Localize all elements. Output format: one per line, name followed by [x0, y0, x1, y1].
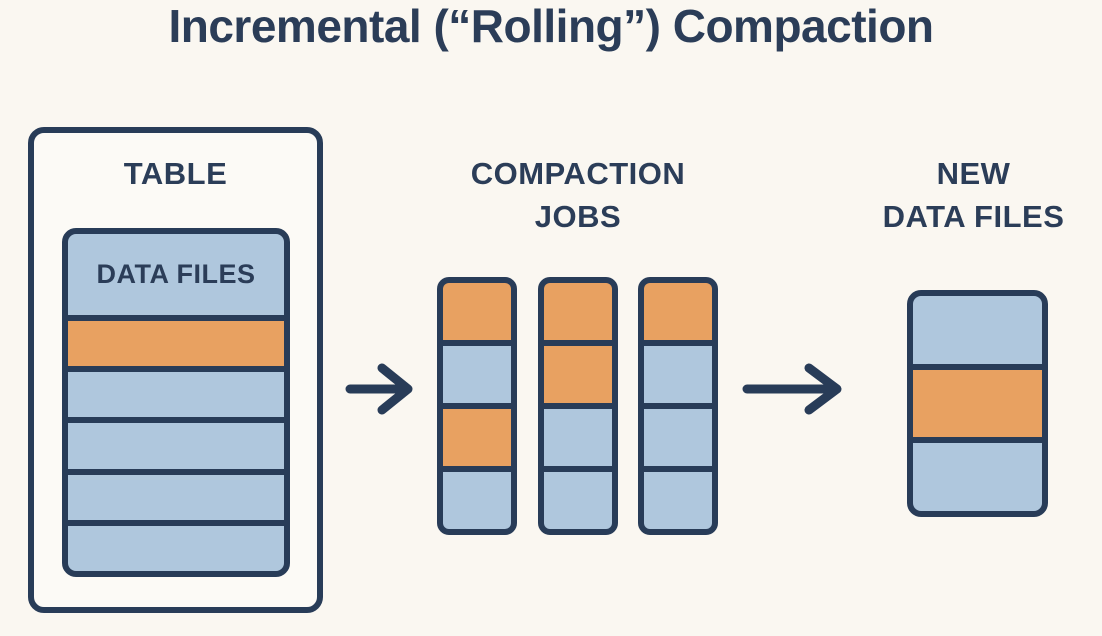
orange-file-cell: [644, 283, 712, 340]
blue-file-cell: [443, 346, 511, 403]
arrow-right-icon: [345, 363, 413, 415]
compaction-job-column-1: [437, 277, 517, 535]
compaction-job-column-3: [638, 277, 718, 535]
new-data-files-heading-line1: NEW: [936, 156, 1011, 191]
blue-file-cell: [543, 409, 612, 466]
orange-file-cell: [913, 369, 1042, 438]
blue-file-cell: [644, 346, 712, 403]
orange-file-cell: [443, 409, 511, 466]
new-data-files-heading: NEW DATA FILES: [845, 152, 1102, 239]
compaction-jobs-heading-line1: COMPACTION: [470, 156, 686, 191]
blue-file-cell: [913, 296, 1042, 364]
blue-file-cell: [543, 472, 612, 529]
blue-file-cell: [913, 443, 1042, 511]
orange-file-cell: [543, 283, 612, 340]
orange-file-cell: [543, 346, 612, 403]
compaction-jobs-columns: [437, 277, 718, 535]
blue-file-cell: [68, 474, 284, 520]
data-files-header-cell: DATA FILES: [68, 234, 284, 315]
compaction-jobs-heading-line2: JOBS: [534, 199, 622, 235]
blue-file-cell: [644, 409, 712, 466]
blue-file-cell: [443, 472, 511, 529]
blue-file-cell: [68, 525, 284, 571]
table-heading: TABLE: [123, 156, 228, 191]
compaction-job-column-2: [537, 277, 618, 535]
new-data-files-stack: [907, 290, 1048, 517]
diagram-title: Incremental (“Rolling”) Compaction: [168, 0, 934, 52]
orange-file-cell: [443, 283, 511, 340]
blue-file-cell: [68, 423, 284, 469]
arrow-right-icon: [742, 363, 842, 415]
blue-file-cell: [644, 472, 712, 529]
orange-file-cell: [68, 321, 284, 367]
compaction-jobs-heading: COMPACTION JOBS: [428, 152, 728, 239]
new-data-files-heading-line2: DATA FILES: [882, 199, 1065, 235]
data-files-stack: DATA FILES: [62, 228, 290, 577]
data-files-label: DATA FILES: [96, 259, 256, 289]
blue-file-cell: [68, 372, 284, 418]
